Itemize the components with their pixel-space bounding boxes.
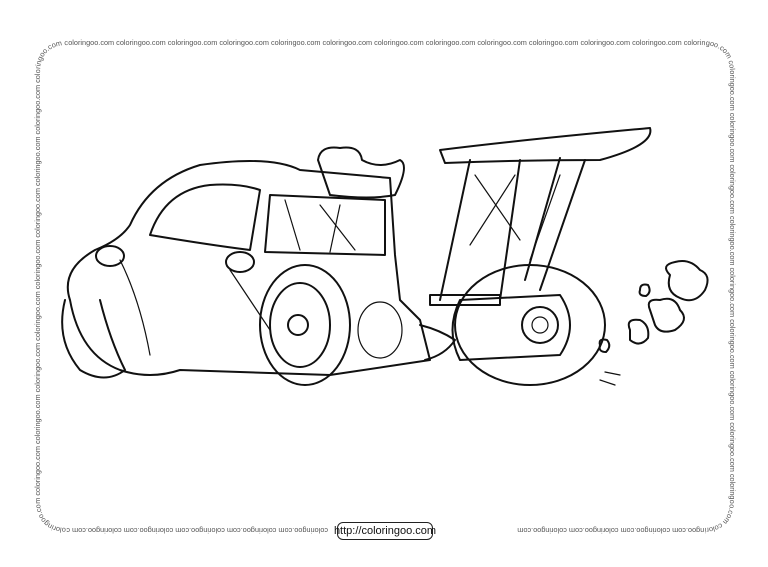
url-badge[interactable]: http://coloringoo.com — [334, 522, 436, 540]
watermark-border-text: coloringoo.com coloringoo.com coloringoo… — [33, 38, 737, 535]
car-illustration — [61, 127, 709, 386]
